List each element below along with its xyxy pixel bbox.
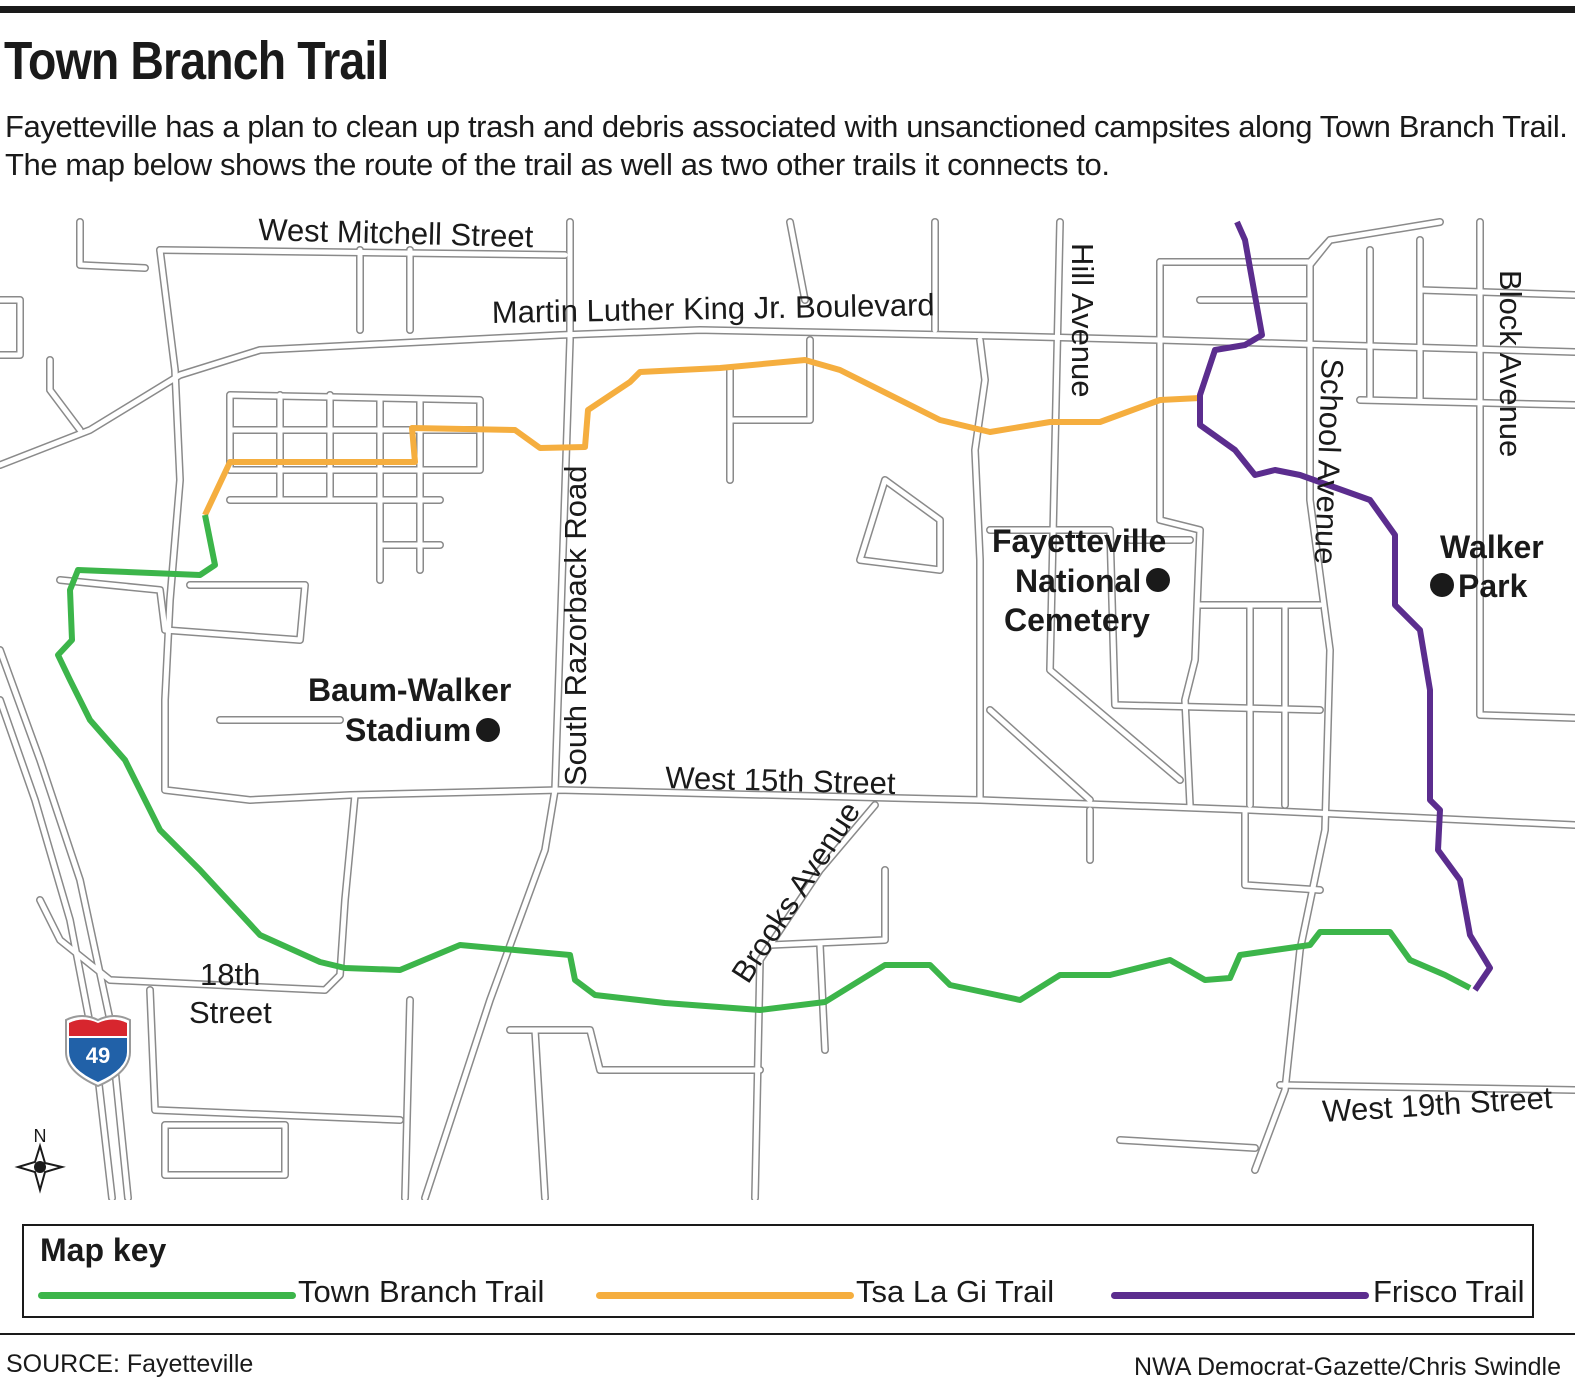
street-segment-fill bbox=[0, 697, 115, 1200]
street-segment bbox=[421, 218, 574, 1200]
street-segment-fill bbox=[767, 867, 888, 948]
street-segment-fill bbox=[0, 647, 131, 1200]
label-hill: Hill Avenue bbox=[1065, 243, 1100, 398]
map-key-title: Map key bbox=[40, 1232, 167, 1268]
park-marker bbox=[1430, 573, 1454, 597]
credit-note: NWA Democrat-Gazette/Chris Swindle bbox=[1134, 1353, 1561, 1381]
street-segment-fill bbox=[1277, 1082, 1575, 1093]
street-segment bbox=[1241, 806, 1324, 894]
map-key: Map key Town Branch Trail Tsa La Gi Trai… bbox=[22, 1224, 1534, 1318]
town-branch-trail-line bbox=[55, 514, 1472, 1013]
legend-label-frisco: Frisco Trail bbox=[1373, 1274, 1525, 1309]
source-note: SOURCE: Fayetteville bbox=[6, 1350, 254, 1378]
street-segment-fill bbox=[1242, 807, 1323, 893]
street-segment bbox=[146, 986, 404, 1124]
road-fill bbox=[0, 219, 1575, 1200]
street-segment-fill bbox=[1157, 219, 1443, 265]
park-label-line2: Park bbox=[1458, 568, 1528, 604]
street-segment-fill bbox=[857, 477, 943, 573]
label-school: School Avenue bbox=[1308, 358, 1350, 565]
street-segment-fill bbox=[1047, 219, 1183, 783]
label-west-15th: West 15th Street bbox=[665, 760, 897, 801]
street-segment-fill bbox=[752, 802, 878, 1200]
street-segment-fill bbox=[1117, 1137, 1258, 1151]
street-segment-fill bbox=[987, 527, 1323, 713]
legend-label-tsa-la-gi: Tsa La Gi Trail bbox=[856, 1274, 1055, 1309]
street-segment-fill bbox=[57, 577, 308, 643]
stadium-label-line1: Baum-Walker bbox=[308, 672, 511, 708]
park-label-line1: Walker bbox=[1440, 529, 1544, 565]
street-segment-fill bbox=[817, 942, 828, 1053]
street-segment bbox=[0, 646, 132, 1200]
cemetery-label-line2: National bbox=[1015, 563, 1141, 599]
street-network bbox=[0, 218, 1575, 1200]
street-segment bbox=[506, 1026, 764, 1074]
street-segment-fill bbox=[147, 987, 403, 1123]
label-18th-line2: Street bbox=[189, 995, 272, 1030]
street-segment-fill bbox=[157, 247, 1575, 828]
street-segment-fill bbox=[0, 297, 23, 358]
label-west-mitchell: West Mitchell Street bbox=[258, 212, 534, 254]
legend-swatch-town-branch bbox=[38, 1292, 296, 1299]
label-razorback: South Razorback Road bbox=[558, 465, 593, 786]
street-segment-fill bbox=[162, 1122, 288, 1178]
street-segment-fill bbox=[1417, 287, 1575, 298]
page-subtitle: Fayetteville has a plan to clean up tras… bbox=[5, 109, 1568, 182]
cemetery-marker bbox=[1146, 568, 1170, 592]
compass-north-letter: N bbox=[34, 1126, 47, 1146]
street-segment-fill bbox=[47, 357, 83, 433]
street-segment-fill bbox=[402, 997, 413, 1200]
trail-map: West Mitchell Street Martin Luther King … bbox=[0, 212, 1575, 1200]
interstate-shield-icon: 49 bbox=[65, 1015, 131, 1088]
compass-icon: N bbox=[14, 1126, 66, 1194]
street-segment-fill bbox=[77, 219, 148, 271]
street-segment bbox=[726, 336, 814, 424]
legend-swatch-frisco bbox=[1111, 1292, 1369, 1299]
place-labels: Baum-Walker Stadium Fayetteville Nationa… bbox=[308, 523, 1544, 748]
label-18th-line1: 18th bbox=[200, 957, 260, 992]
street-segment bbox=[0, 296, 24, 359]
label-brooks: Brooks Avenue bbox=[725, 795, 868, 988]
street-segment-fill bbox=[507, 1027, 763, 1073]
street-segment bbox=[161, 1121, 289, 1179]
street-segment-fill bbox=[1357, 397, 1575, 408]
stadium-label-line2: Stadium bbox=[345, 712, 471, 748]
tsa-la-gi-trail-line bbox=[202, 357, 1201, 517]
street-segment-fill bbox=[37, 792, 358, 993]
cemetery-label-line1: Fayetteville bbox=[992, 523, 1166, 559]
street-segment bbox=[76, 218, 149, 272]
top-rule bbox=[0, 6, 1575, 13]
street-segment-fill bbox=[972, 337, 988, 803]
street-segment-fill bbox=[1477, 219, 1575, 721]
street-segment-fill bbox=[987, 707, 1093, 803]
street-segment-fill bbox=[422, 219, 573, 1200]
street-segment-fill bbox=[727, 337, 813, 423]
street-segment-fill bbox=[532, 1027, 548, 1200]
street-labels: West Mitchell Street Martin Luther King … bbox=[189, 212, 1554, 1129]
frisco-trail-line bbox=[1197, 220, 1493, 992]
trail-lines bbox=[55, 220, 1493, 1013]
interstate-number: 49 bbox=[86, 1043, 110, 1068]
street-segment-fill bbox=[1157, 259, 1203, 808]
legend-label-town-branch: Town Branch Trail bbox=[298, 1274, 545, 1309]
street-segment-fill bbox=[1252, 237, 1333, 1173]
bottom-rule bbox=[0, 1333, 1575, 1335]
label-mlk: Martin Luther King Jr. Boulevard bbox=[492, 287, 935, 330]
legend-swatch-tsa-la-gi bbox=[596, 1292, 854, 1299]
label-block: Block Avenue bbox=[1493, 270, 1528, 457]
street-segment-fill bbox=[787, 219, 808, 303]
page-title: Town Branch Trail bbox=[4, 31, 389, 91]
street-segment-fill bbox=[227, 392, 483, 473]
cemetery-label-line3: Cemetery bbox=[1004, 602, 1150, 638]
stadium-marker bbox=[476, 718, 500, 742]
street-segment-fill bbox=[0, 327, 1575, 468]
